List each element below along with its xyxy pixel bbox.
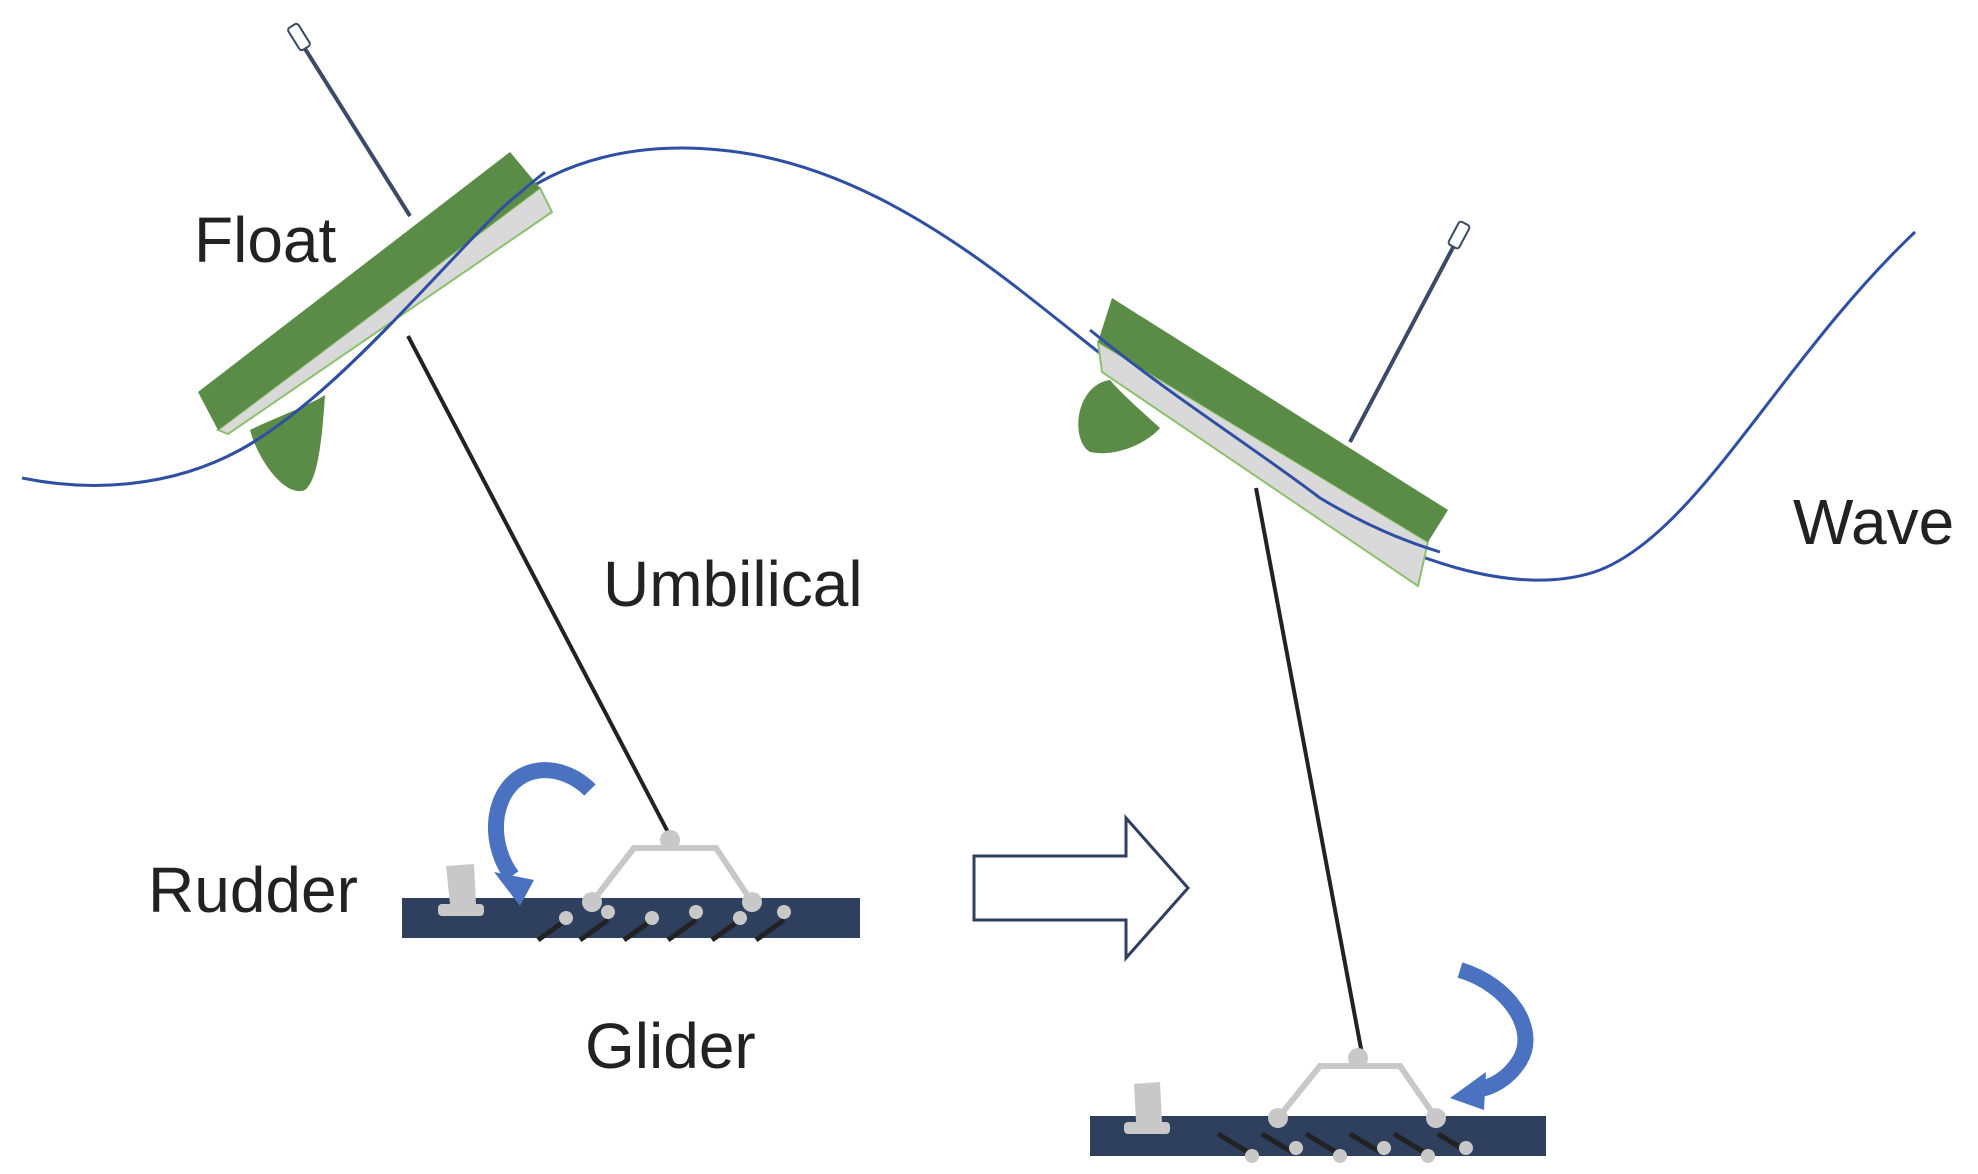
glider-fin-pivots-left	[559, 905, 791, 925]
harness-joint-b-left	[742, 892, 762, 912]
float-keel-left	[250, 395, 325, 492]
float-underside-right	[1096, 340, 1430, 588]
antenna-tip-left	[287, 22, 311, 52]
wave-line-overlay-left	[239, 170, 546, 452]
harness-joint-a-right	[1268, 1108, 1288, 1128]
float-left	[198, 22, 554, 492]
umbilical-tether-right	[1254, 487, 1364, 1055]
float-deck-left	[198, 152, 540, 430]
harness-top-left	[660, 830, 680, 850]
antenna-tip-right	[1447, 220, 1471, 250]
float-deck-right	[1098, 298, 1448, 542]
umbilical-tether-left	[406, 335, 672, 837]
glider-fins-right	[1216, 1131, 1470, 1155]
float-right	[1078, 220, 1471, 588]
antenna-left	[300, 42, 412, 218]
float-label: Float	[194, 204, 337, 276]
glider-label: Glider	[585, 1010, 756, 1082]
rudder-right	[1134, 1082, 1162, 1122]
right-arrow-outline-icon	[972, 814, 1191, 962]
curved-arrow-clockwise-icon	[487, 762, 596, 906]
harness-top-right	[1348, 1048, 1368, 1068]
wave-label: Wave	[1793, 486, 1954, 558]
harness-frame-left	[589, 845, 755, 904]
harness-frame-right	[1275, 1063, 1439, 1120]
umbilical-label: Umbilical	[603, 548, 863, 620]
glider-left	[402, 830, 860, 943]
harness-joint-a-left	[582, 892, 602, 912]
wave-line-overlay-right	[1089, 328, 1441, 554]
rudder-label: Rudder	[148, 854, 358, 926]
float-keel-right	[1078, 380, 1160, 454]
glider-fin-pivots-right	[1245, 1141, 1473, 1163]
antenna-right	[1348, 237, 1460, 443]
curved-arrow-clockwise-icon	[1450, 962, 1534, 1110]
rudder-left	[446, 864, 476, 904]
rudder-base-right	[1124, 1122, 1170, 1134]
glider-right	[1090, 1048, 1546, 1163]
harness-joint-b-right	[1426, 1108, 1446, 1128]
glider-fins-left	[536, 917, 786, 943]
rudder-base-left	[438, 904, 484, 916]
